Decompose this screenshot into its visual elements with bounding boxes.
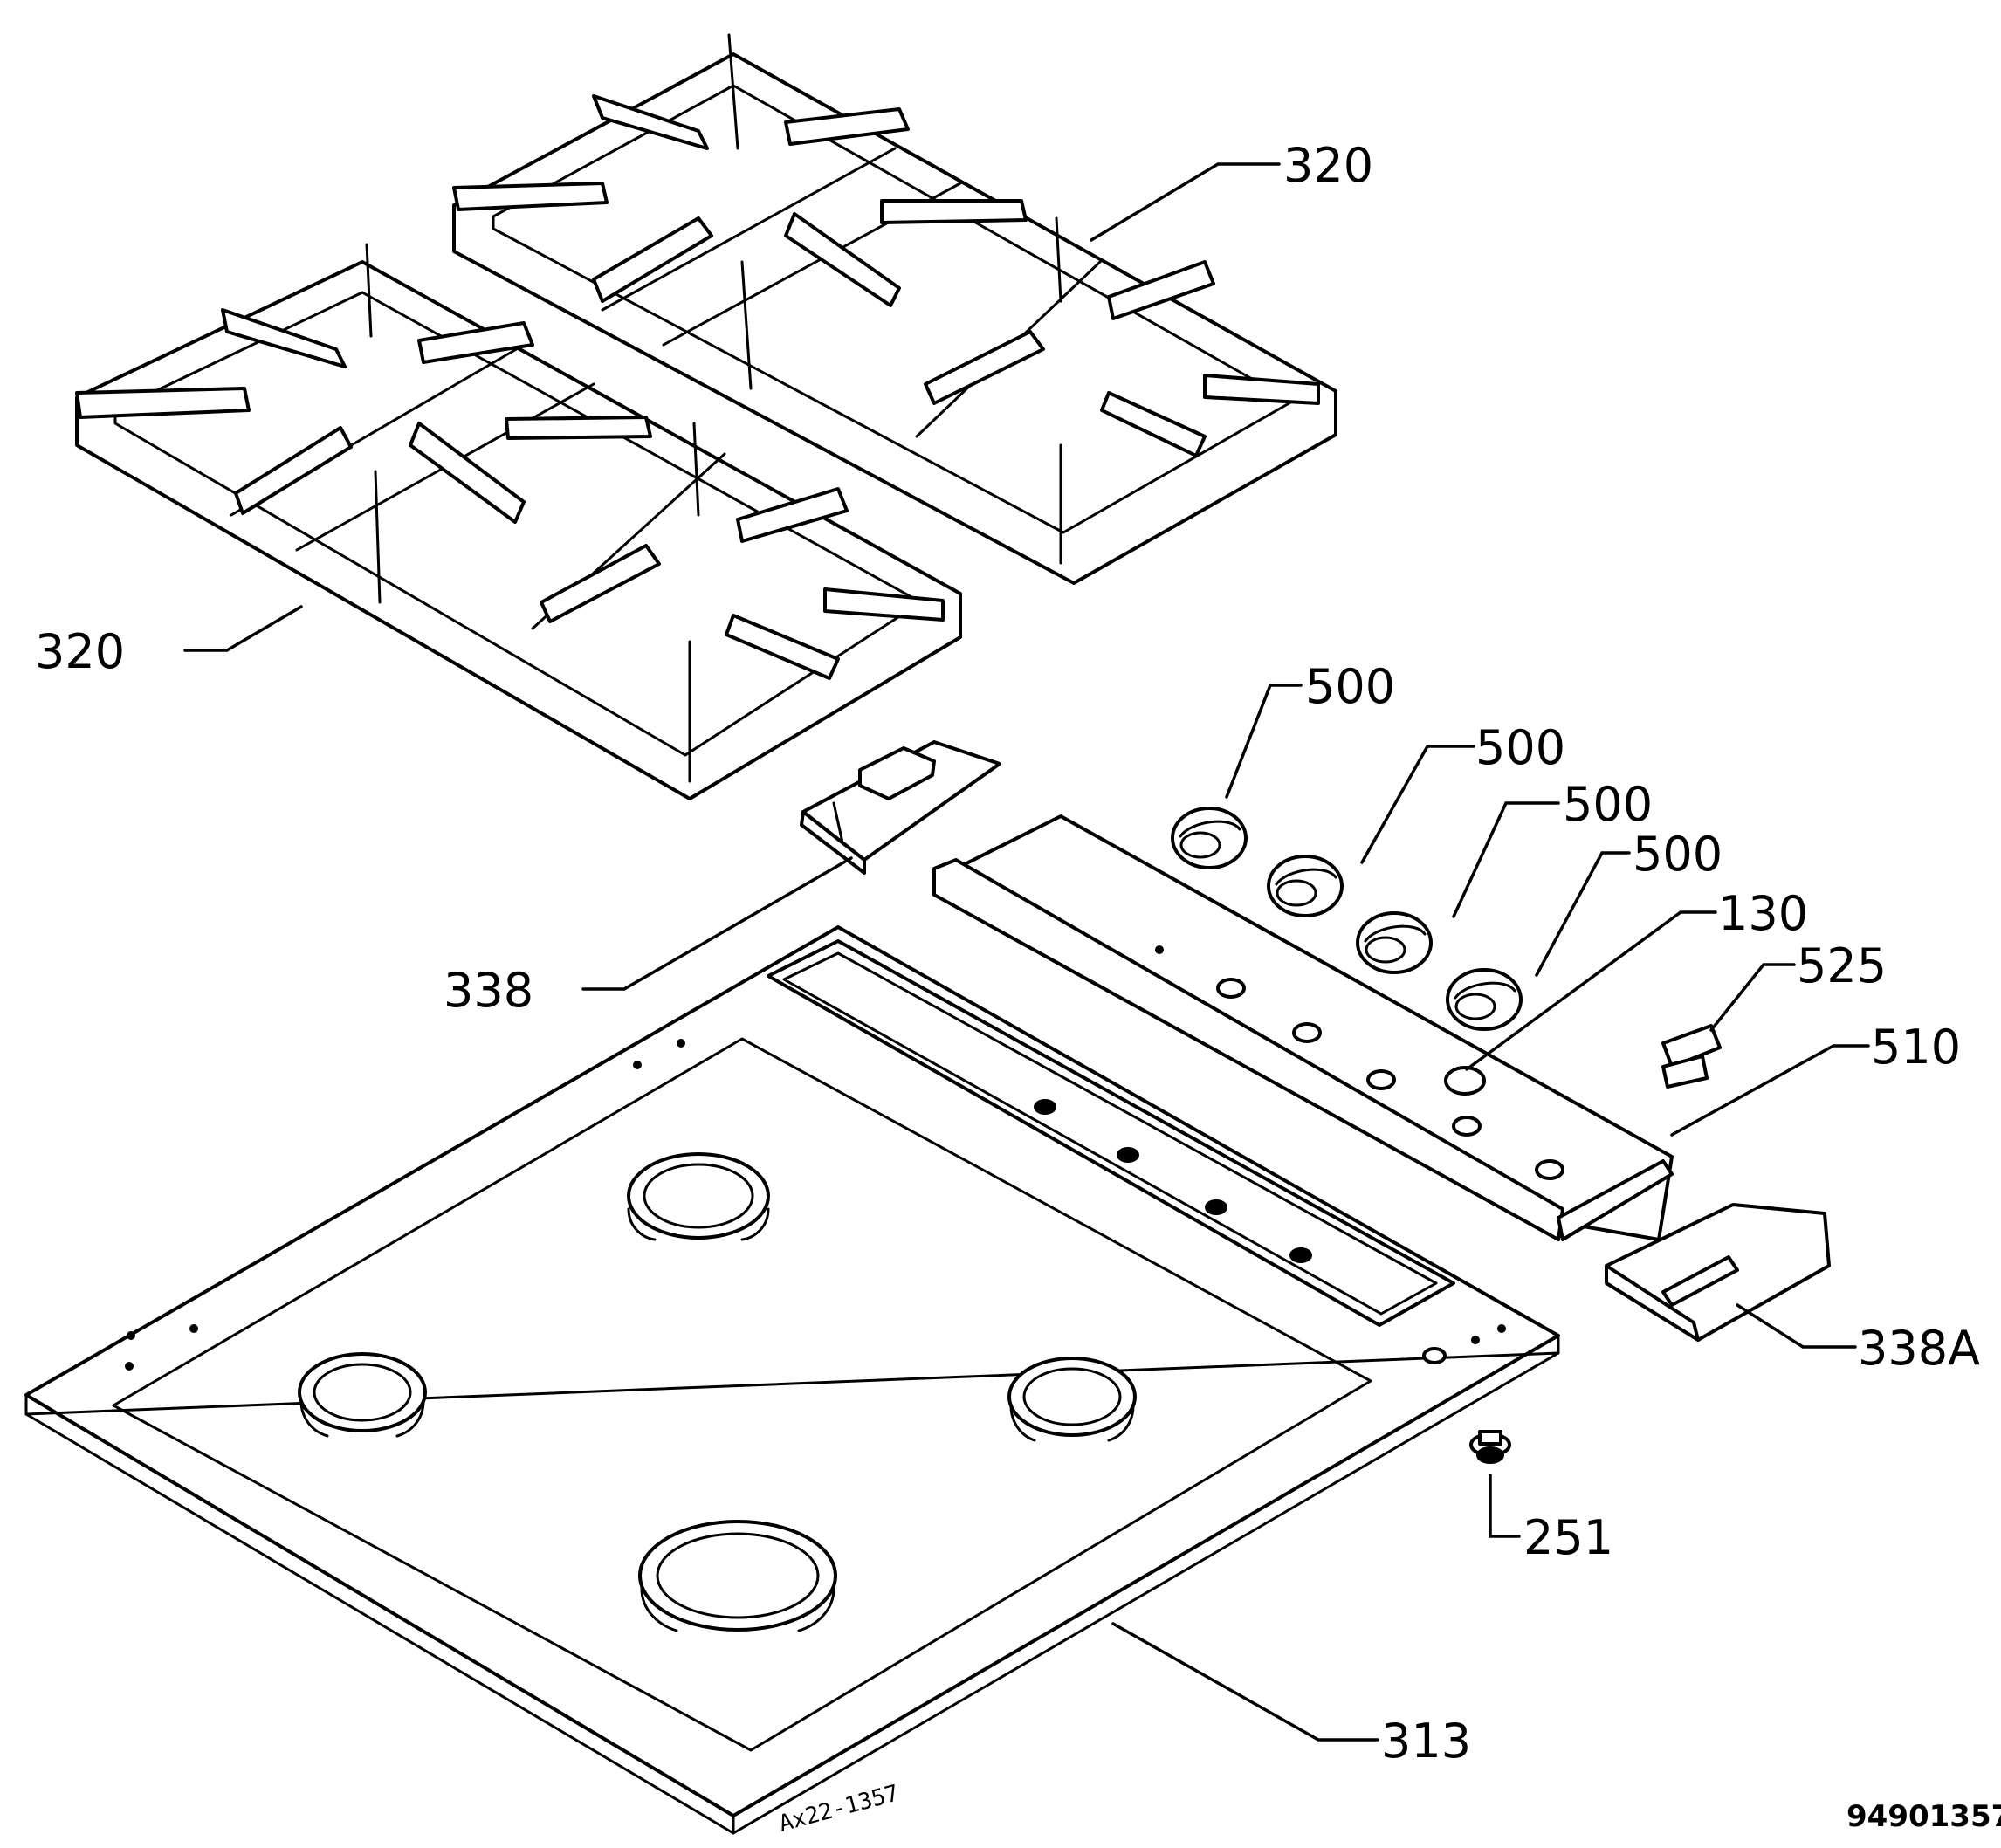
control-knob-3 bbox=[1356, 911, 1433, 974]
pan-support-grid-top bbox=[452, 33, 1337, 585]
burner-well-front-left bbox=[298, 1352, 427, 1438]
callout-510-control-panel: 510 bbox=[1871, 1020, 1961, 1075]
burner-well-front-right bbox=[638, 1520, 837, 1632]
hob-foot bbox=[1469, 1430, 1511, 1464]
callout-525-clip: 525 bbox=[1797, 938, 1887, 993]
callout-500-knob-4: 500 bbox=[1633, 827, 1723, 882]
hob-top-plate bbox=[24, 925, 1560, 1835]
callout-320-left: 320 bbox=[35, 624, 125, 679]
callout-500-knob-2: 500 bbox=[1475, 720, 1565, 775]
callout-338a-end-cap: 338A bbox=[1858, 1321, 1980, 1376]
drawing-number: 94901357 bbox=[1846, 1799, 2001, 1834]
callout-130-spindle: 130 bbox=[1718, 886, 1808, 941]
callout-251-foot: 251 bbox=[1523, 1510, 1613, 1565]
callout-500-knob-3: 500 bbox=[1563, 777, 1653, 832]
callout-labels: 320 320 500 500 500 500 130 525 510 338 … bbox=[35, 138, 2001, 1838]
spindle-clip bbox=[1661, 1024, 1722, 1089]
hand-mark: Ax22-1357 bbox=[776, 1780, 902, 1837]
control-knob-4 bbox=[1446, 968, 1523, 1031]
callout-500-knob-1: 500 bbox=[1305, 659, 1395, 714]
callout-338-end-cap: 338 bbox=[444, 963, 533, 1018]
control-knob-1 bbox=[1171, 807, 1248, 869]
callout-320-top: 320 bbox=[1283, 138, 1373, 193]
callout-313-hob-top: 313 bbox=[1381, 1714, 1471, 1769]
control-panel-strip bbox=[932, 814, 1674, 1241]
control-knob-2 bbox=[1267, 855, 1344, 917]
leader-lines bbox=[183, 162, 1870, 1742]
burner-well-rear-right bbox=[1007, 1357, 1137, 1442]
control-knobs bbox=[1171, 807, 1523, 1031]
end-cap-left bbox=[800, 740, 1001, 875]
burner-well-rear-left bbox=[627, 1152, 770, 1241]
pan-support-grid-left bbox=[75, 243, 962, 800]
end-cap-right bbox=[1605, 1203, 1831, 1342]
